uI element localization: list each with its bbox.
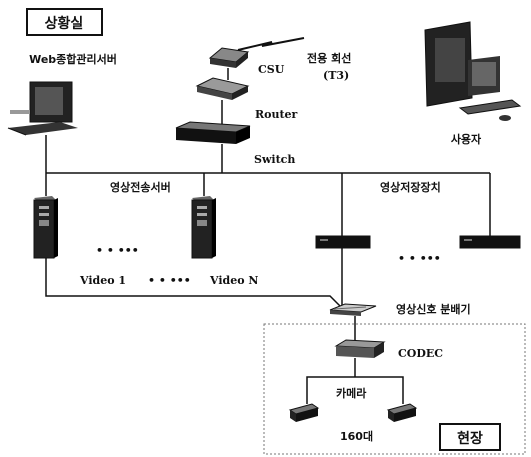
user-label: 사용자	[451, 132, 482, 146]
field-box	[439, 423, 501, 451]
camera-count-label: 160대	[340, 429, 373, 443]
camera-label: 카메라	[336, 386, 367, 400]
camera-branch-line	[306, 376, 404, 404]
video-ellipsis: • • •••	[148, 274, 191, 287]
router-icon	[195, 77, 250, 100]
switch-icon	[175, 121, 251, 144]
video-1-label: Video 1	[79, 274, 126, 287]
video-storage-label: 영상저장장치	[380, 180, 441, 194]
web-server-label: Web종합관리서버	[29, 52, 117, 66]
storage-device-n-icon	[459, 235, 521, 249]
camera-right-icon	[386, 403, 418, 422]
video-server-n-icon	[191, 196, 216, 259]
codec-icon	[334, 339, 386, 358]
splitter-icon	[329, 303, 377, 316]
server-output-line	[45, 258, 341, 307]
user-computer-icon	[424, 21, 522, 121]
leased-line-label: 전용 회선	[307, 51, 351, 65]
video-n-label: Video N	[209, 274, 258, 287]
splitter-label: 영상신호 분배기	[396, 302, 471, 316]
switch-label: Switch	[254, 153, 295, 166]
csu-label: CSU	[258, 63, 285, 76]
t3-label: (T3)	[323, 69, 349, 82]
leased-line	[237, 37, 305, 51]
storage-device-1-icon	[315, 235, 371, 249]
video-transfer-server-label: 영상전송서버	[110, 180, 171, 194]
web-server-icon	[7, 81, 78, 136]
servers-ellipsis: • • •••	[96, 244, 139, 257]
router-label: Router	[255, 108, 298, 121]
control-room-label: 상황실	[45, 15, 84, 32]
field-label: 현장	[457, 430, 483, 447]
camera-left-icon	[288, 403, 320, 422]
field-frame	[263, 323, 526, 455]
storage-ellipsis: • • •••	[398, 252, 441, 265]
video-server-1-icon	[33, 196, 58, 259]
control-room-box	[26, 8, 103, 36]
codec-label: CODEC	[398, 347, 443, 360]
csu-icon	[208, 47, 250, 68]
